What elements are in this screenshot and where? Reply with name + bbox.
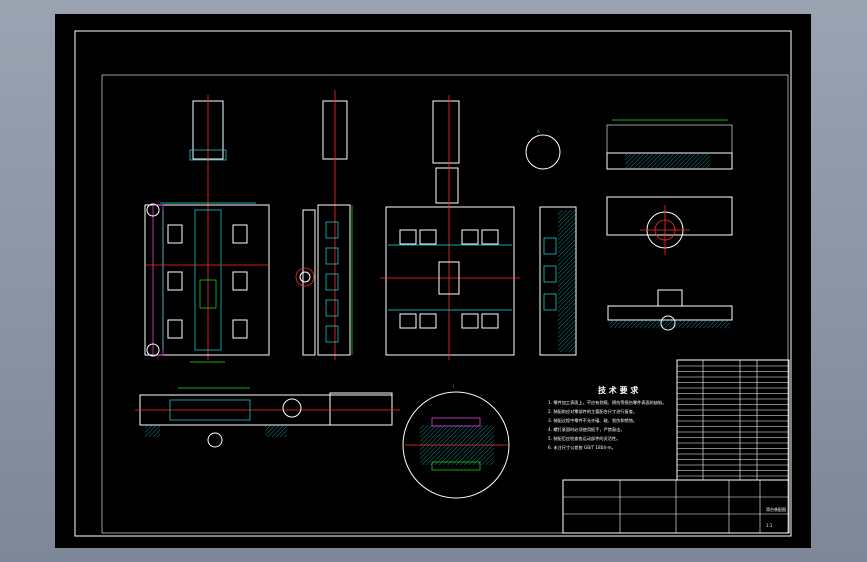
section-circle	[525, 134, 561, 170]
sheet-scale: 1:1	[766, 523, 773, 528]
front-view[interactable]	[144, 95, 270, 363]
tech-title: 技 术 要 求	[598, 385, 639, 395]
rear-view[interactable]	[380, 95, 520, 360]
tech-line: 2. 装配前应对零部件的主要配合尺寸进行复查。	[548, 408, 637, 415]
section-view[interactable]: A	[525, 129, 577, 356]
parts-list[interactable]	[676, 359, 790, 481]
section-label: A	[537, 129, 540, 134]
plan-view[interactable]	[135, 387, 400, 448]
detail-circle[interactable]: I	[402, 384, 510, 499]
side-view[interactable]	[295, 90, 353, 360]
technical-requirements: 技 术 要 求 1. 零件加工表面上，不应有划痕、擦伤等损伤零件表面的缺陷。 2…	[548, 385, 666, 451]
tech-line: 5. 装配后应检查各运动部件的灵活性。	[548, 435, 620, 442]
tech-line: 3. 装配过程中零件不允许磕、碰、划伤和锈蚀。	[548, 417, 637, 424]
tech-line: 4. 螺钉紧固时必须使用扳手，严禁敲击。	[548, 426, 625, 433]
tech-line: 6. 未注尺寸公差按 GB/T 1804-m。	[548, 444, 616, 451]
inner-frame	[101, 74, 789, 534]
detail-views[interactable]	[606, 119, 733, 331]
title-block[interactable]: 滑台装配图 1:1	[562, 479, 790, 534]
tech-line: 1. 零件加工表面上，不应有划痕、擦伤等损伤零件表面的缺陷。	[548, 399, 666, 406]
outer-frame	[74, 30, 792, 537]
drawing-name: 滑台装配图	[766, 506, 786, 512]
detail-label: I	[453, 384, 454, 389]
